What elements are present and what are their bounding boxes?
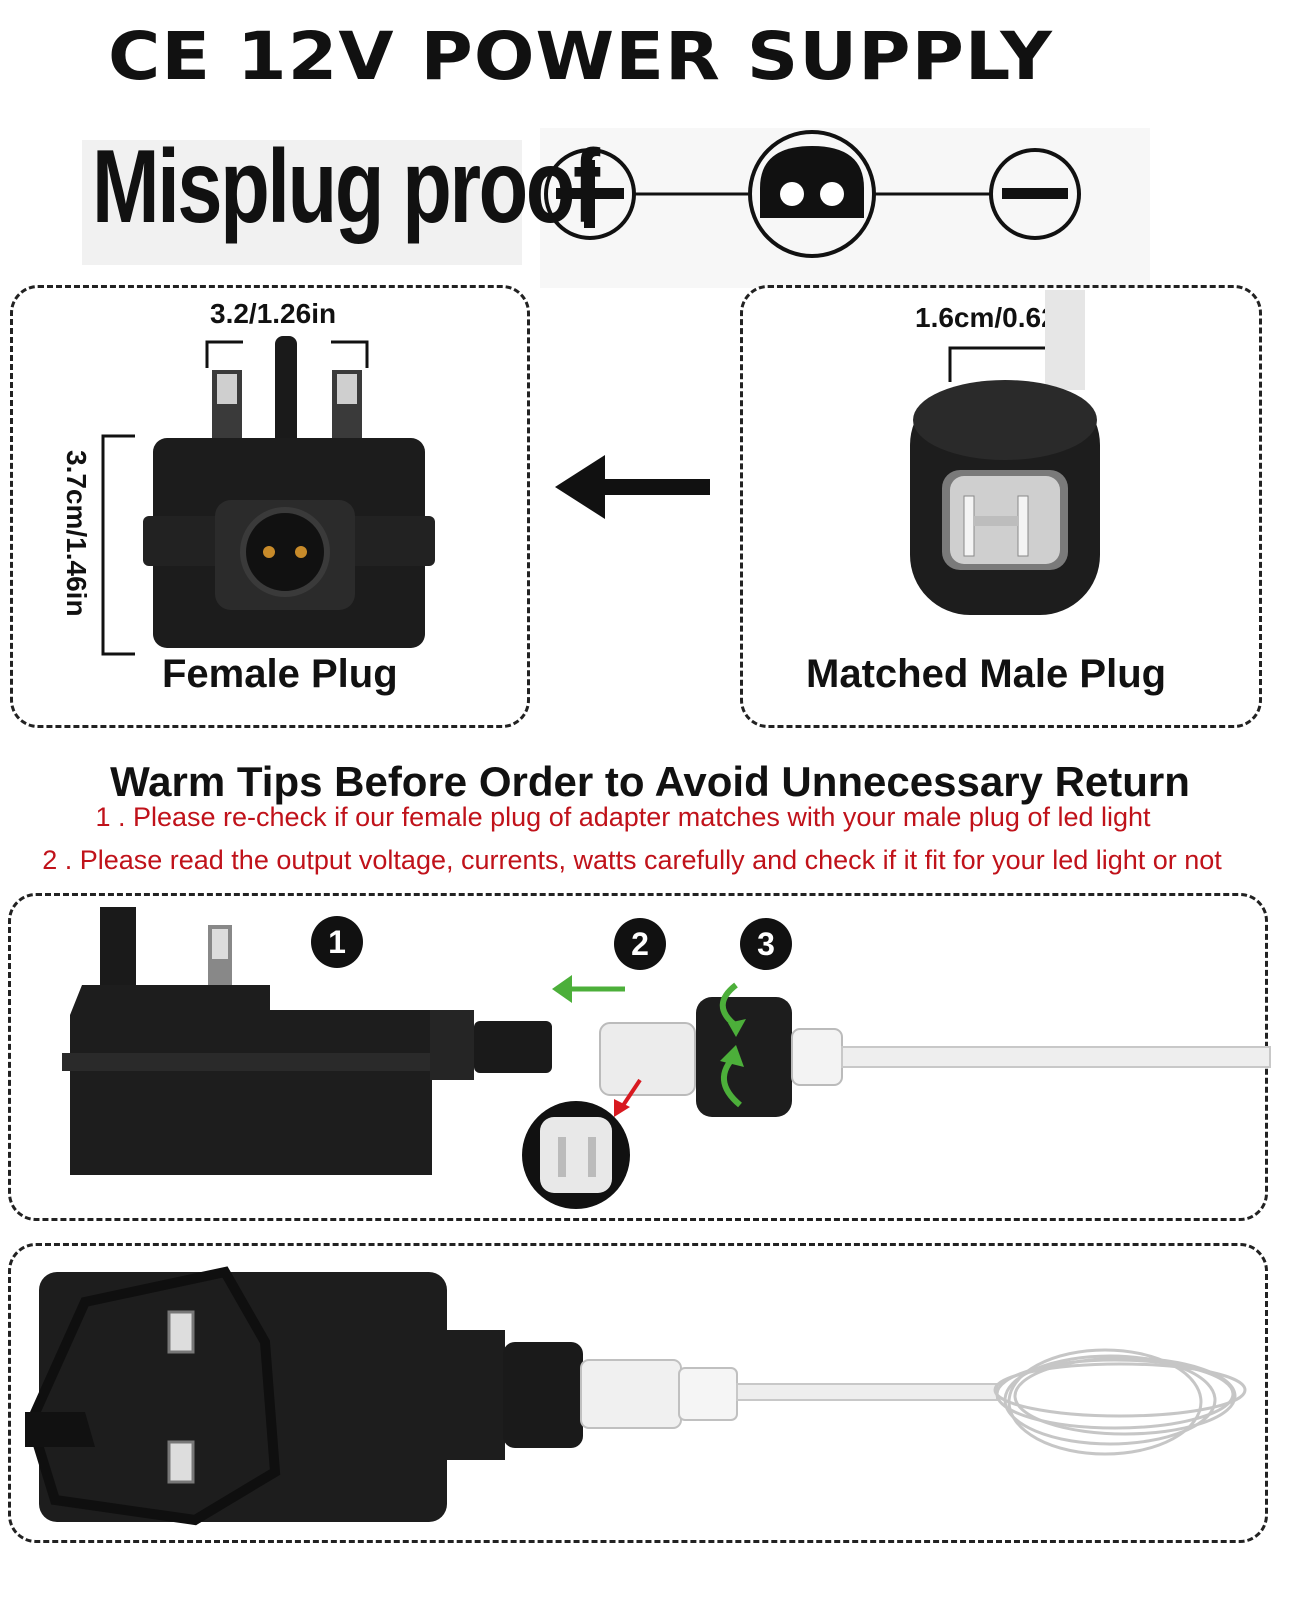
- female-plug-label: Female Plug: [162, 652, 398, 696]
- assembled-product-panel: [8, 1243, 1268, 1543]
- step-badge-3: 3: [740, 918, 792, 970]
- female-plug-image: [101, 336, 435, 656]
- step-badge-1: 1: [311, 916, 363, 968]
- polarity-diagram: [544, 130, 1081, 258]
- arrow-left-icon: [555, 455, 710, 519]
- assembled-product-image: [25, 1266, 1247, 1526]
- step-badge-2: 2: [614, 918, 666, 970]
- misplug-label: Misplug proof: [92, 129, 600, 245]
- page-title: CE 12V POWER SUPPLY: [108, 18, 1054, 95]
- connector-face-icon: [748, 130, 876, 258]
- tip-item-2: 2 . Please read the output voltage, curr…: [42, 845, 1222, 875]
- male-plug-label: Matched Male Plug: [806, 652, 1167, 696]
- misplug-background: [82, 140, 522, 265]
- male-plug-image: [910, 290, 1100, 615]
- plus-circle-icon: [544, 148, 636, 240]
- male-plug-panel: [740, 285, 1262, 728]
- connection-steps-image: [62, 907, 1271, 1209]
- tips-title: Warm Tips Before Order to Avoid Unnecess…: [110, 758, 1190, 805]
- female-plug-panel: [10, 285, 530, 728]
- female-height-dimension: 3.7cm/1.46in: [61, 450, 92, 617]
- female-width-dimension: 3.2/1.26in: [210, 298, 337, 329]
- tip-item-1: 1 . Please re-check if our female plug o…: [95, 802, 1151, 832]
- minus-circle-icon: [989, 148, 1081, 240]
